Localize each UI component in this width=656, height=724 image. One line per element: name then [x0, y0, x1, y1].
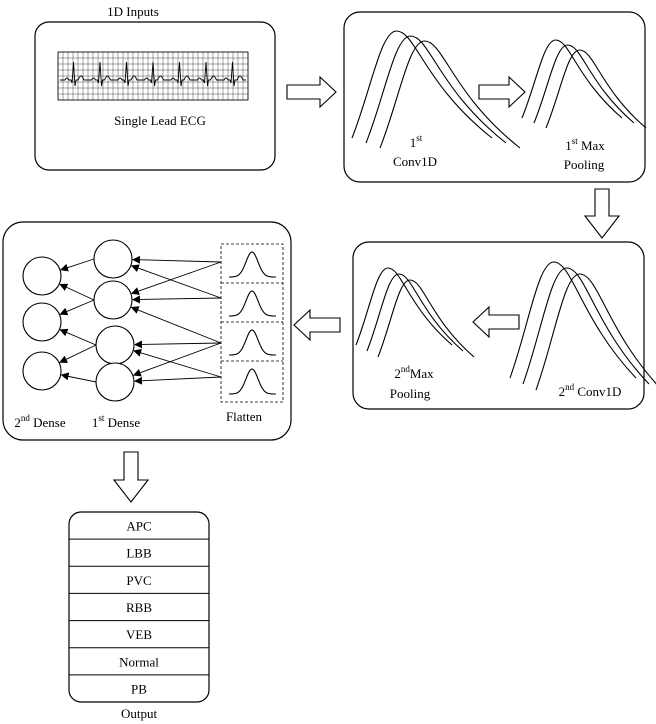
output-class-veb: VEB [126, 627, 152, 642]
dense2-node [22, 302, 62, 342]
feature-map-curve [535, 273, 656, 391]
dense-nodes [22, 239, 135, 402]
flow-arrow-right-1 [286, 75, 337, 109]
flow-arrow-left-1 [293, 308, 341, 342]
pool1-label-line1: 1st Max [565, 136, 605, 153]
connection-arrow [60, 258, 95, 272]
flatten-gaussian-curve [229, 290, 276, 317]
flow-arrow-right-2 [478, 75, 526, 109]
dense-box [2, 221, 292, 441]
connection-arrow [59, 299, 95, 316]
connection-arrow [130, 261, 222, 295]
output-label: Output [121, 706, 158, 721]
connection-arrow [133, 348, 222, 378]
output-class-apc: APC [126, 519, 151, 534]
conv1-feature-maps [351, 30, 521, 149]
connection-arrow [59, 344, 97, 363]
conv2-feature-maps [509, 261, 656, 391]
pool2-label-line1: 2ndMax [394, 364, 434, 381]
conv2-label: 2nd Conv1D [559, 382, 622, 399]
feature-map-curve [365, 35, 507, 144]
flatten-cells [221, 251, 283, 395]
inputs-title: 1D Inputs [107, 4, 159, 19]
dense1-node [93, 280, 133, 320]
flatten-gaussian-curve [229, 329, 276, 356]
flatten-gaussian-curve [229, 368, 276, 395]
output-class-lbb: LBB [126, 546, 152, 561]
connection-arrow [60, 372, 97, 383]
connection-arrow [130, 264, 222, 299]
flow-arrow-left-2 [472, 305, 520, 339]
feature-map-curve [355, 267, 453, 346]
feature-map-curve [545, 49, 647, 129]
pool1-feature-maps [521, 39, 647, 129]
feature-map-curve [366, 273, 464, 352]
pool1-label-line2: Pooling [564, 157, 605, 172]
conv1-label-line2: Conv1D [393, 154, 437, 169]
dense1-node [93, 239, 133, 279]
flow-arrow-down-1 [583, 188, 621, 239]
connection-arrow [134, 340, 222, 349]
feature-map-curve [533, 44, 635, 124]
feature-map-curve [521, 39, 623, 119]
pool2-label-line2: Pooling [390, 386, 431, 401]
feature-map-curve [522, 267, 650, 385]
pool2-feature-maps [355, 267, 475, 358]
connection-arrow [134, 376, 222, 385]
output-box [68, 511, 210, 703]
output-class-normal: Normal [119, 654, 159, 669]
connection-arrow [132, 255, 222, 264]
dense2-node [22, 351, 62, 391]
connection-arrow [132, 295, 222, 304]
output-class-pvc: PVC [126, 573, 151, 588]
connection-arrow [132, 342, 222, 377]
dense-connections [59, 255, 222, 385]
dense1-node [95, 362, 135, 402]
ecg-strip [57, 51, 249, 101]
output-class-rbb: RBB [126, 600, 152, 615]
feature-map-curve [509, 261, 637, 379]
connection-arrow [130, 306, 222, 344]
dense2-label: 2nd Dense [14, 413, 65, 430]
dense2-node [22, 256, 62, 296]
flow-arrow-down-2 [112, 451, 150, 503]
connection-arrow [59, 328, 97, 346]
feature-map-curve [377, 279, 475, 358]
dense1-label: 1st Dense [92, 413, 140, 430]
feature-map-curve [379, 40, 521, 149]
ecg-label: Single Lead ECG [114, 113, 206, 128]
flatten-gaussian-curve [229, 251, 276, 278]
connection-arrow [59, 283, 95, 301]
flatten-container [220, 243, 284, 403]
dense1-node [95, 325, 135, 365]
output-class-pb: PB [131, 681, 147, 696]
conv1-label-line1: 1st [410, 133, 423, 150]
feature-map-curve [351, 30, 493, 139]
flatten-label: Flatten [226, 409, 263, 424]
